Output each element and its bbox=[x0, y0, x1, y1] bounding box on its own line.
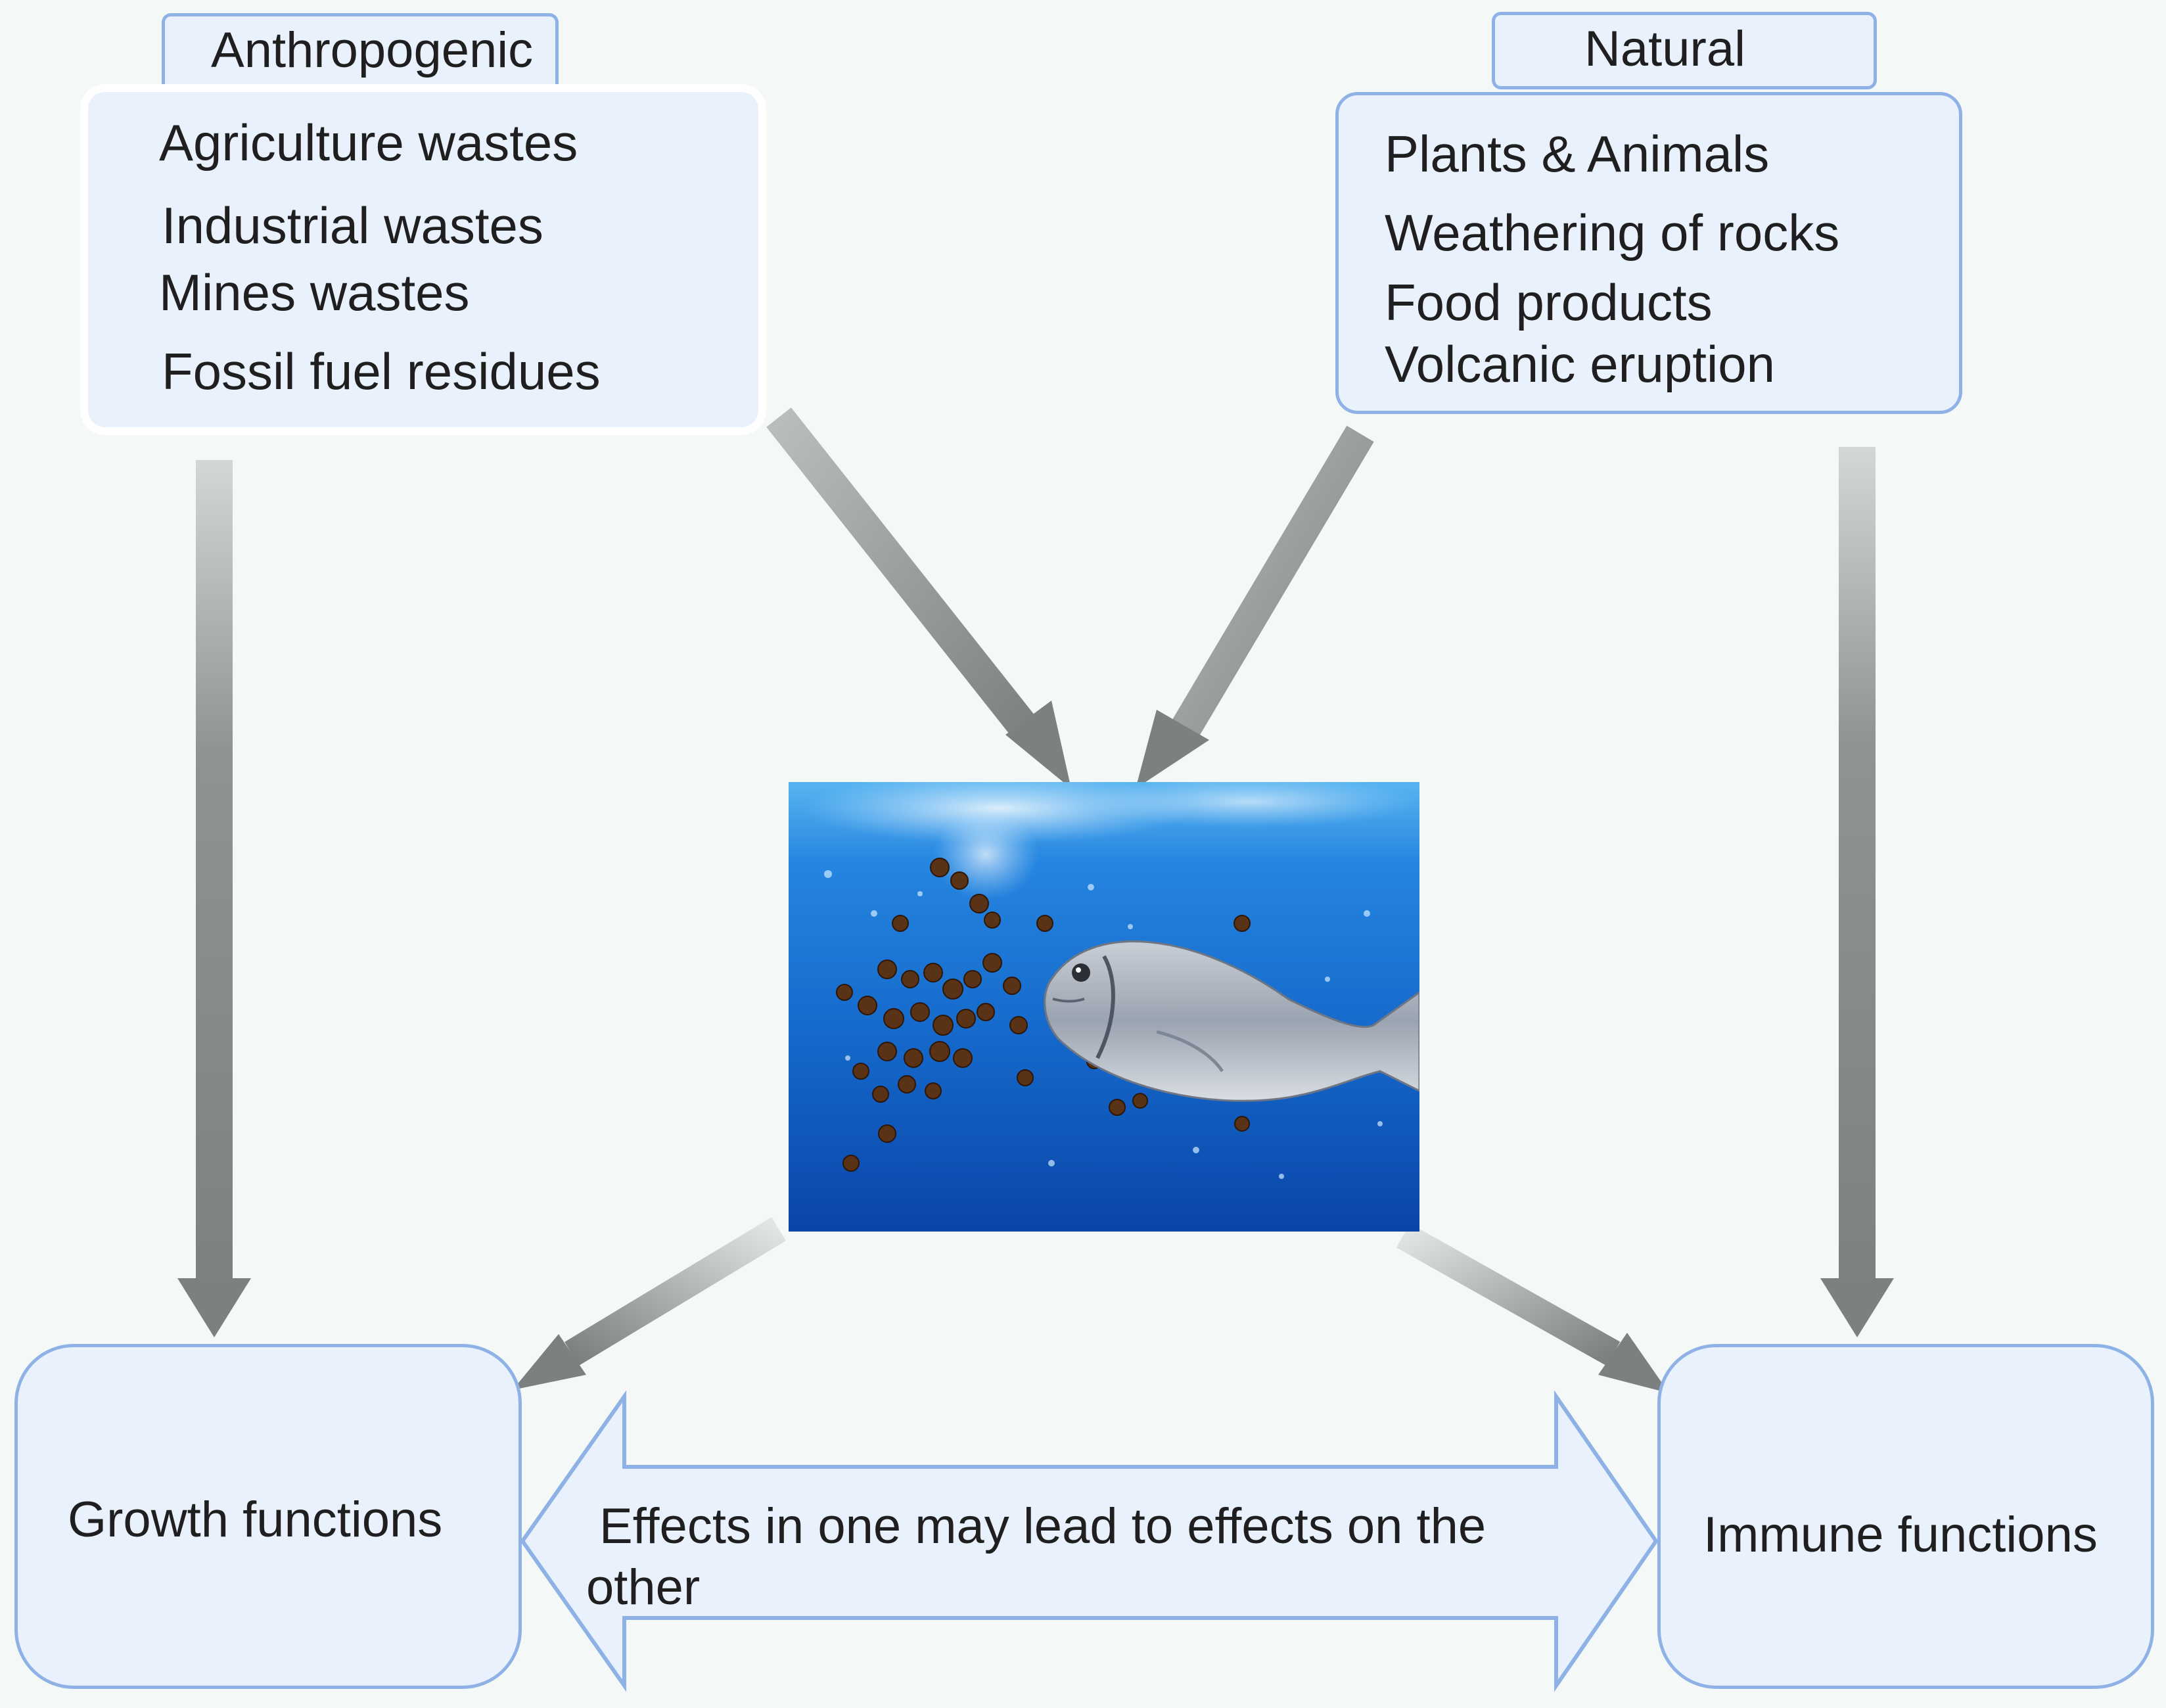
arrow-fish-to-immune bbox=[1396, 1223, 1669, 1393]
arrow-fish-to-growth bbox=[513, 1217, 786, 1390]
anthropogenic-tag: Anthropogenic bbox=[162, 13, 559, 85]
growth-functions-box: Growth functions bbox=[14, 1344, 522, 1689]
natural-item: Food products bbox=[1385, 273, 1713, 331]
anthropogenic-item: Fossil fuel residues bbox=[162, 342, 601, 400]
natural-tag: Natural bbox=[1492, 12, 1877, 89]
interaction-text-line2: other bbox=[586, 1559, 701, 1615]
arrow-natural-to-immune bbox=[1820, 447, 1894, 1337]
immune-functions-label: Immune functions bbox=[1703, 1507, 2098, 1563]
immune-functions-box: Immune functions bbox=[1657, 1344, 2154, 1689]
arrow-anthro-to-growth bbox=[177, 460, 251, 1337]
arrow-natural-to-fish bbox=[1136, 425, 1374, 789]
anthropogenic-item: Mines wastes bbox=[159, 264, 470, 321]
anthropogenic-sources-box: Agriculture wastes Industrial wastes Min… bbox=[88, 92, 758, 427]
arrow-anthro-to-fish bbox=[766, 407, 1071, 789]
natural-item: Volcanic eruption bbox=[1385, 335, 1776, 393]
anthropogenic-item: Industrial wastes bbox=[162, 196, 543, 254]
natural-title: Natural bbox=[1584, 21, 1745, 77]
natural-item: Weathering of rocks bbox=[1385, 204, 1840, 262]
fish-feeding-photo bbox=[789, 782, 1419, 1232]
interaction-text-line1: Effects in one may lead to effects on th… bbox=[599, 1498, 1486, 1554]
anthropogenic-title: Anthropogenic bbox=[211, 22, 534, 78]
natural-sources-box: Plants & Animals Weathering of rocks Foo… bbox=[1335, 92, 1962, 414]
interaction-double-arrow bbox=[520, 1390, 1659, 1692]
fish-illustration bbox=[1044, 940, 1419, 1102]
natural-item: Plants & Animals bbox=[1385, 125, 1770, 183]
growth-functions-label: Growth functions bbox=[68, 1492, 443, 1548]
fish-image bbox=[789, 782, 1419, 1232]
anthropogenic-item: Agriculture wastes bbox=[159, 114, 578, 172]
